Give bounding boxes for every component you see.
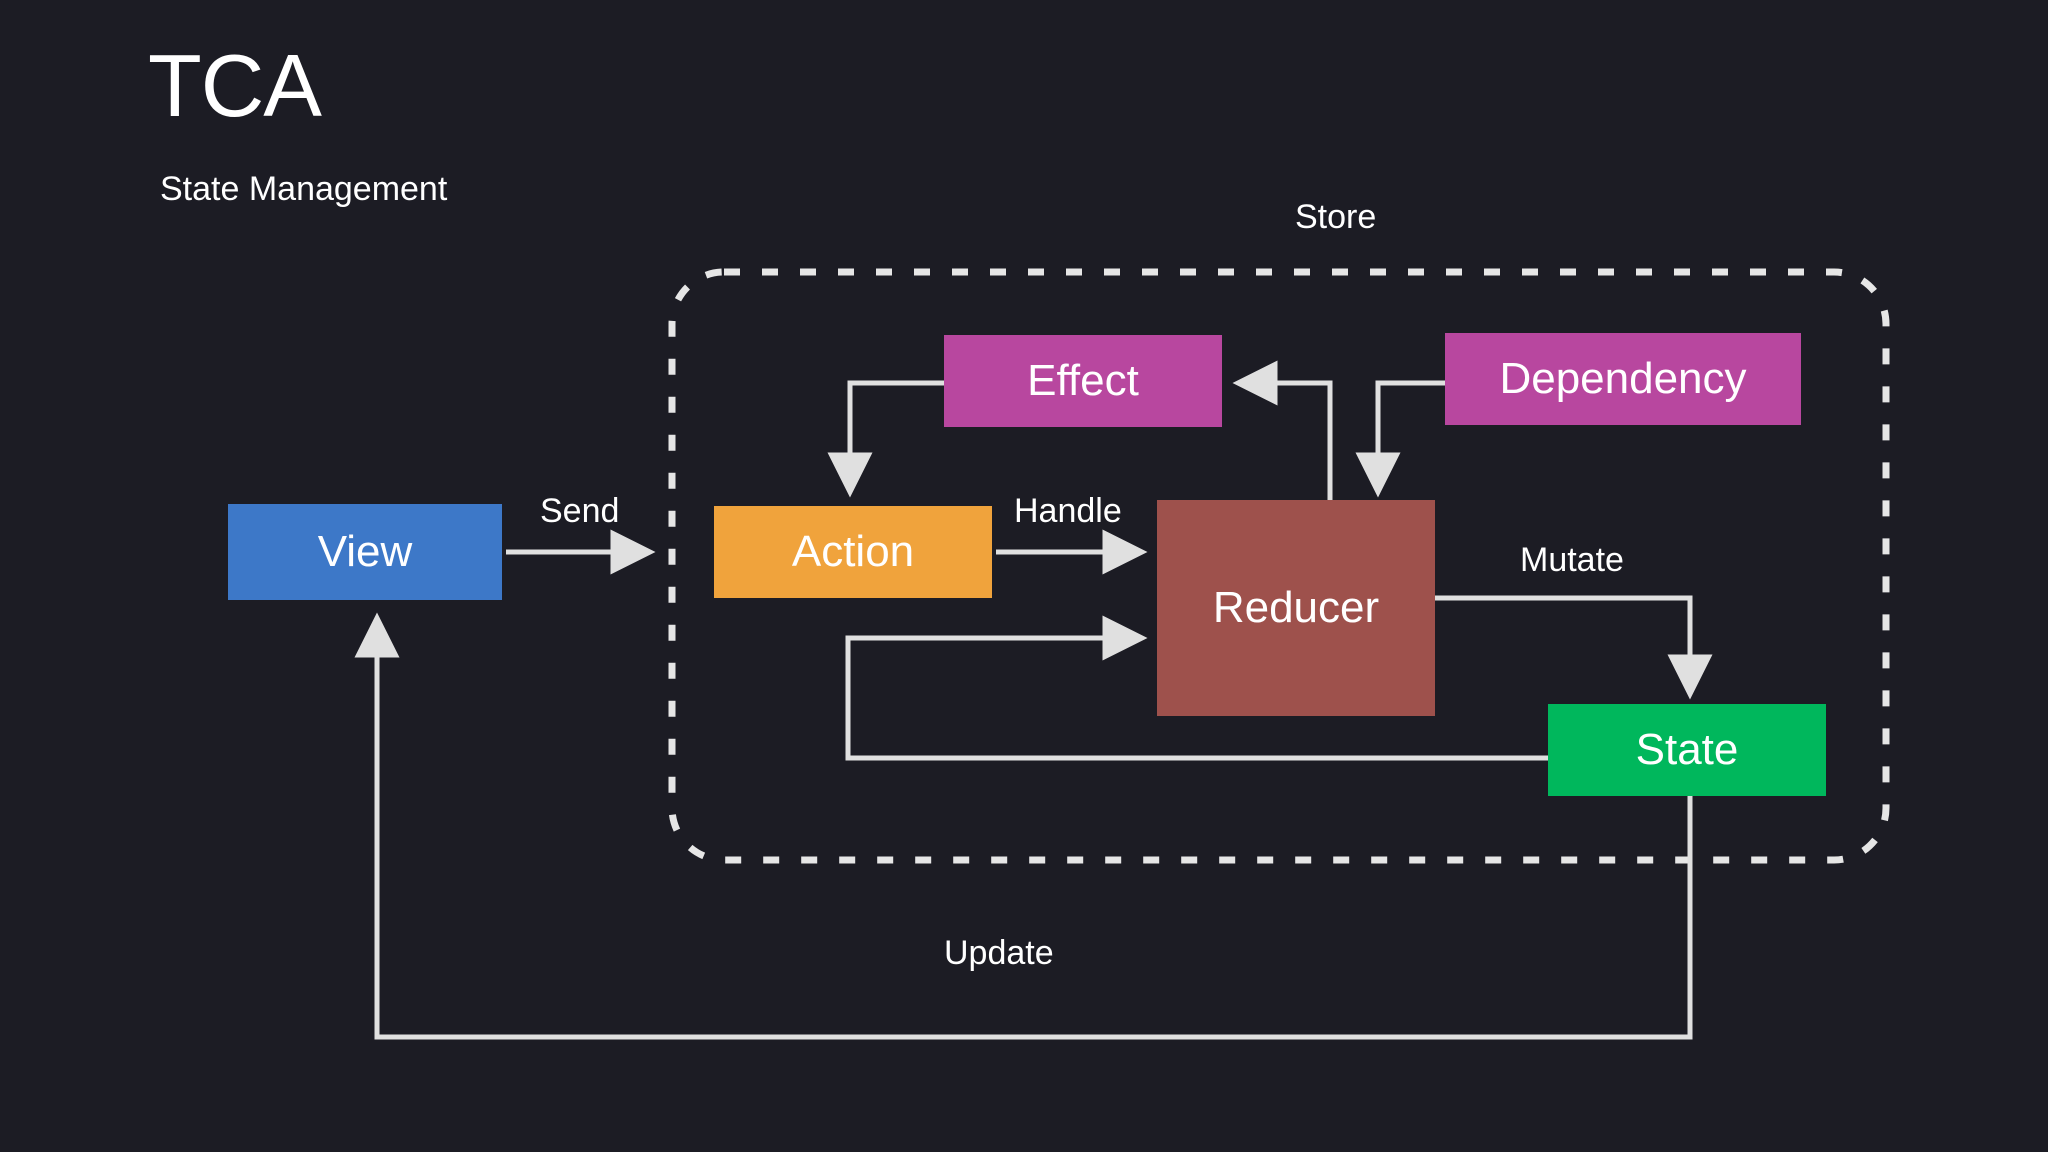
- node-reducer[interactable]: Reducer: [1157, 500, 1435, 716]
- page-subtitle: State Management: [160, 170, 448, 208]
- edge-reducer-to-effect: [1232, 360, 1333, 500]
- edge-label-mutate: Mutate: [1520, 541, 1624, 579]
- node-dependency[interactable]: Dependency: [1445, 333, 1801, 425]
- node-state[interactable]: State: [1548, 704, 1826, 796]
- node-view[interactable]: View: [228, 504, 502, 600]
- edge-dependency-to-reducer: [1355, 380, 1445, 498]
- edge-state-to-view: [354, 612, 1693, 1040]
- edge-label-update: Update: [944, 934, 1054, 972]
- edge-state-to-reducer: [845, 615, 1548, 761]
- edge-reducer-to-state: [1435, 595, 1713, 700]
- node-action[interactable]: Action: [714, 506, 992, 598]
- edge-label-send: Send: [540, 492, 620, 530]
- edge-effect-to-action: [827, 380, 944, 498]
- edge-label-handle: Handle: [1014, 492, 1122, 530]
- store-group-label: Store: [1295, 198, 1377, 236]
- node-effect[interactable]: Effect: [944, 335, 1222, 427]
- page-title: TCA: [148, 36, 322, 135]
